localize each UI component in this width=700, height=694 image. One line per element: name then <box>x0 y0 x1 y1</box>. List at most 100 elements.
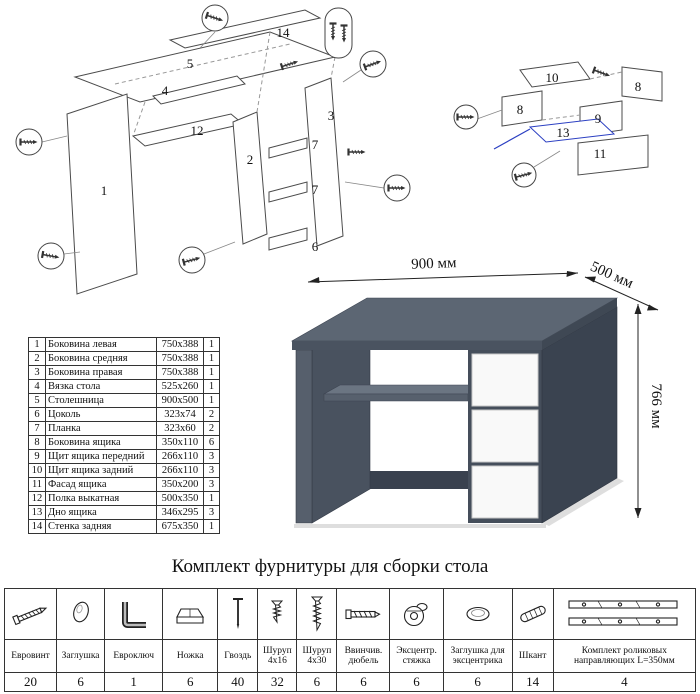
hardware-qty: 6 <box>336 672 391 692</box>
parts-table-row: 2 Боковина средняя 750x388 1 <box>28 351 220 366</box>
hardware-name: Заглушка для эксцентрика <box>442 639 513 673</box>
part-name-cell: Боковина левая <box>45 337 157 352</box>
parts-table-row: 6 Цоколь 323x74 2 <box>28 407 220 422</box>
hardware-name: Евровинт <box>3 639 58 673</box>
part-number-labels: 14 5 4 12 2 1 3 7 7 6 <box>101 25 335 254</box>
hardware-qty-row: 20 6 1 6 40 32 6 6 6 6 14 4 <box>3 672 697 692</box>
hardware-qty: 20 <box>3 672 58 692</box>
exploded-drawer-parts <box>493 61 663 176</box>
desk-dimensions <box>307 271 659 518</box>
cap-icon <box>72 601 89 623</box>
part-qty-cell: 3 <box>203 449 220 464</box>
part-number-cell: 12 <box>28 491 46 506</box>
parts-table-row: 14 Стенка задняя 675x350 1 <box>28 519 220 534</box>
part-number-cell: 11 <box>28 477 46 492</box>
hardware-qty: 4 <box>552 672 697 692</box>
part-label-2: 2 <box>247 152 254 167</box>
part-label-12: 12 <box>191 123 204 138</box>
part-label-1: 1 <box>101 183 108 198</box>
hardware-qty: 6 <box>162 672 219 692</box>
part-name-cell: Полка выкатная <box>45 491 157 506</box>
hardware-qty: 6 <box>296 672 338 692</box>
part-label-5: 5 <box>187 56 194 71</box>
fastener-callouts <box>15 4 411 274</box>
drawer-slides-icon <box>568 600 678 626</box>
part-name-cell: Цоколь <box>45 407 157 422</box>
desk-height-label: 766 мм <box>648 383 664 429</box>
euroscrew-icon <box>11 607 47 626</box>
part-qty-cell: 1 <box>203 491 220 506</box>
part-size-cell: 350x110 <box>156 435 204 450</box>
drawer-number-labels: 10 8 8 9 13 11 <box>517 70 642 161</box>
part-qty-cell: 2 <box>203 407 220 422</box>
part-qty-cell: 6 <box>203 435 220 450</box>
desk-body <box>290 297 624 528</box>
part-number-cell: 9 <box>28 449 46 464</box>
parts-table: 1 Боковина левая 750x388 1 2 Боковина ср… <box>28 337 220 534</box>
hardware-name: Шуруп 4х30 <box>296 639 338 673</box>
hardware-kit-title: Комплект фурнитуры для сборки стола <box>171 556 489 577</box>
part-number-cell: 1 <box>28 337 46 352</box>
part-qty-cell: 1 <box>203 337 220 352</box>
part-label-7b: 7 <box>312 182 319 197</box>
desk-width-label: 900 мм <box>411 255 457 273</box>
part-size-cell: 266x110 <box>156 449 204 464</box>
hardware-qty: 6 <box>442 672 513 692</box>
hardware-name: Шуруп 4х16 <box>257 639 298 673</box>
desk-exploded-diagram: 14 5 4 12 2 1 3 7 7 6 <box>15 4 411 295</box>
part-number-cell: 5 <box>28 393 46 408</box>
part-size-cell: 323x60 <box>156 421 204 436</box>
part-size-cell: 346x295 <box>156 505 204 520</box>
part-size-cell: 900x500 <box>156 393 204 408</box>
part-number-cell: 8 <box>28 435 46 450</box>
hardware-qty: 6 <box>389 672 444 692</box>
part-qty-cell: 1 <box>203 393 220 408</box>
parts-table-row: 5 Столешница 900x500 1 <box>28 393 220 408</box>
part-qty-cell: 1 <box>203 379 220 394</box>
hardware-qty: 6 <box>56 672 106 692</box>
hardware-name: Евроключ <box>104 639 164 673</box>
hex-key-icon <box>121 602 146 628</box>
part-size-cell: 675x350 <box>156 519 204 534</box>
part-number-cell: 6 <box>28 407 46 422</box>
hardware-name: Гвоздь <box>217 639 259 673</box>
part-name-cell: Боковина правая <box>45 365 157 380</box>
hardware-name: Ввинчив. дюбель <box>336 639 391 673</box>
part-number-cell: 3 <box>28 365 46 380</box>
part-qty-cell: 3 <box>203 463 220 478</box>
part-label-14: 14 <box>277 25 291 40</box>
parts-table-row: 13 Дно ящика 346x295 3 <box>28 505 220 520</box>
part-qty-cell: 3 <box>203 477 220 492</box>
part-name-cell: Фасад ящика <box>45 477 157 492</box>
hardware-qty: 14 <box>511 672 554 692</box>
part-number-cell: 14 <box>28 519 46 534</box>
cam-lock-icon <box>403 602 428 627</box>
nail-icon <box>232 598 243 629</box>
part-label-13: 13 <box>557 125 570 140</box>
dowel-icon <box>519 605 546 623</box>
screw-4x16-icon <box>271 600 284 624</box>
hardware-qty: 32 <box>257 672 298 692</box>
part-qty-cell: 1 <box>203 519 220 534</box>
part-number-cell: 4 <box>28 379 46 394</box>
part-size-cell: 750x388 <box>156 337 204 352</box>
part-label-3: 3 <box>328 108 335 123</box>
parts-table-row: 1 Боковина левая 750x388 1 <box>28 337 220 352</box>
part-name-cell: Вязка стола <box>45 379 157 394</box>
hardware-table: Евровинт Заглушка Евроключ Ножка Гвоздь … <box>3 588 697 692</box>
part-qty-cell: 3 <box>203 505 220 520</box>
part-qty-cell: 1 <box>203 365 220 380</box>
part-label-8a: 8 <box>635 79 642 94</box>
part-label-7a: 7 <box>312 137 319 152</box>
part-label-10: 10 <box>546 70 559 85</box>
exploded-desk-parts <box>66 9 344 295</box>
part-qty-cell: 2 <box>203 421 220 436</box>
part-label-9: 9 <box>595 111 602 126</box>
part-size-cell: 500x350 <box>156 491 204 506</box>
part-size-cell: 350x200 <box>156 477 204 492</box>
parts-table-row: 7 Планка 323x60 2 <box>28 421 220 436</box>
part-name-cell: Боковина ящика <box>45 435 157 450</box>
part-label-4: 4 <box>162 83 169 98</box>
drawer-exploded-diagram: 10 8 8 9 13 11 <box>453 61 663 188</box>
